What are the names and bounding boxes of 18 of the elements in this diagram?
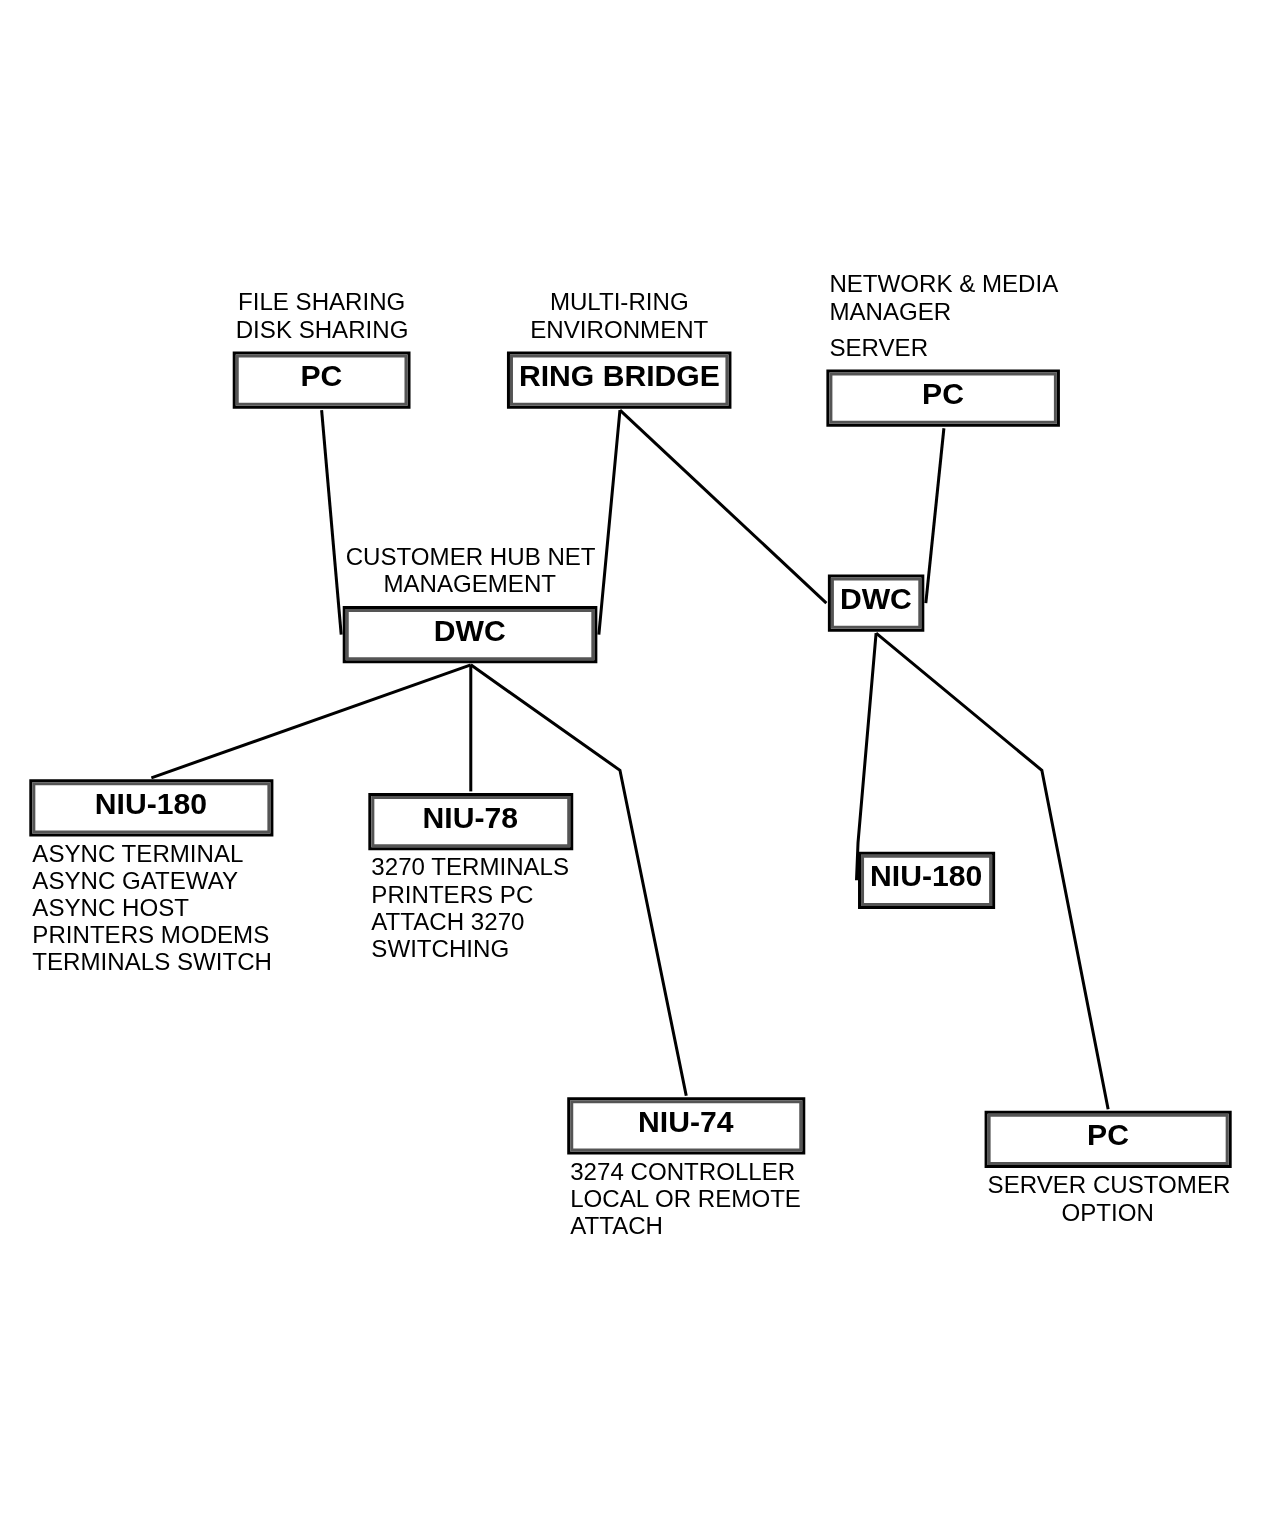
connector: [150, 663, 472, 780]
node-label: SERVER CUSTOMER OPTION: [987, 1171, 1231, 1226]
connector: [924, 428, 946, 604]
connector: [875, 632, 1110, 1110]
node-label: FILE SHARING DISK SHARING: [235, 288, 409, 343]
connector: [320, 410, 343, 635]
connector: [469, 663, 688, 1097]
node-label: CUSTOMER HUB NET MANAGEMENT: [345, 543, 596, 598]
node-label: MULTI-RING ENVIRONMENT: [530, 288, 709, 343]
node-label: SERVER: [829, 333, 929, 361]
node-label: ASYNC TERMINAL ASYNC GATEWAY ASYNC HOST PRINTERS MODEMS TERMINALS SWITCH: [32, 839, 272, 976]
node-label: 3270 TERMINALS PRINTERS PC ATTACH 3270 SWITCHING: [371, 853, 570, 962]
connector: [855, 633, 878, 881]
connector: [597, 410, 622, 635]
node-label: 3274 CONTROLLER LOCAL OR REMOTE ATTACH: [570, 1157, 801, 1240]
node-label: NETWORK & MEDIA MANAGER: [829, 270, 1059, 325]
connector: [469, 664, 473, 792]
connector: [618, 409, 828, 605]
